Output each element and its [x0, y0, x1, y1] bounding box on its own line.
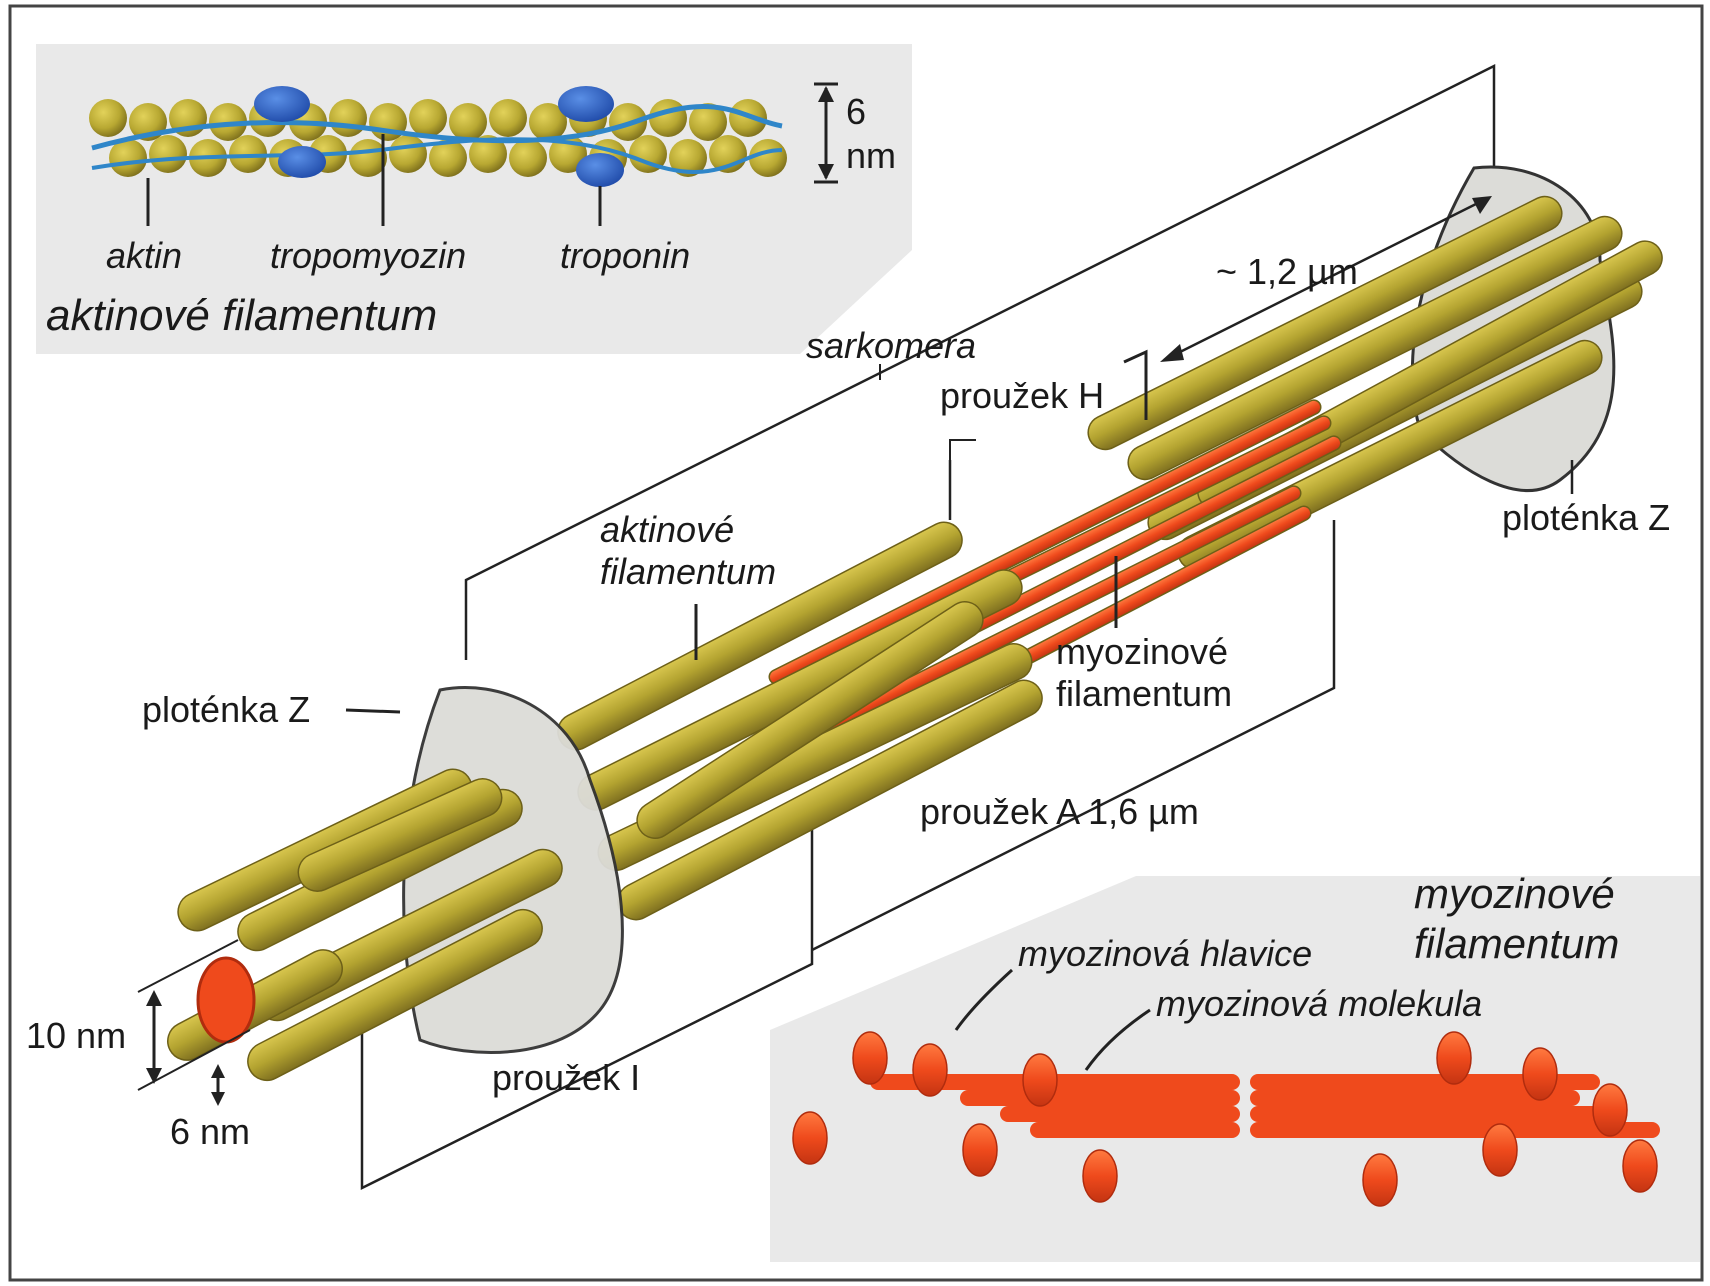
myosin-inset-title-1: myozinové	[1414, 870, 1615, 917]
label-z-disc-right: ploténka Z	[1502, 497, 1670, 538]
label-actin-filament-2: filamentum	[600, 551, 776, 592]
myosin-head	[853, 1032, 887, 1084]
label-tropomyosin: tropomyozin	[270, 235, 466, 276]
troponin-blob	[254, 86, 310, 122]
myosin-head	[793, 1112, 827, 1164]
actin-inset-title: aktinové filamentum	[46, 291, 437, 340]
actin-monomer	[649, 99, 687, 137]
arrowhead	[146, 990, 162, 1006]
label-myosin-head: myozinová hlavice	[1018, 933, 1312, 974]
label-troponin: troponin	[560, 235, 690, 276]
label-10nm: 10 nm	[26, 1015, 126, 1056]
myosin-head	[1593, 1084, 1627, 1136]
myosin-tail	[960, 1090, 1240, 1106]
label-myosin-filament-1: myozinové	[1056, 631, 1228, 672]
actin-inset: aktin tropomyozin troponin aktinové fila…	[36, 44, 912, 354]
myosin-tail	[1000, 1106, 1240, 1122]
myosin-head	[963, 1124, 997, 1176]
myosin-head	[1023, 1054, 1057, 1106]
dim-6nm-unit: nm	[846, 135, 896, 176]
label-actin-filament-1: aktinové	[600, 509, 734, 550]
myosin-head	[913, 1044, 947, 1096]
troponin-blob	[278, 146, 326, 178]
actin-monomer	[89, 99, 127, 137]
actin-monomer	[449, 103, 487, 141]
actin-monomer	[109, 139, 147, 177]
myosin-head	[1483, 1124, 1517, 1176]
label-length: ~ 1,2 µm	[1216, 251, 1358, 292]
dim-6nm-value: 6	[846, 91, 866, 132]
myosin-tail	[1250, 1106, 1620, 1122]
troponin-blob	[576, 153, 624, 187]
actin-monomer	[389, 135, 427, 173]
troponin-blob	[558, 86, 614, 122]
arrowhead	[211, 1064, 225, 1078]
label-i-band: proužek I	[492, 1057, 640, 1098]
label-myosin-filament-2: filamentum	[1056, 673, 1232, 714]
arrowhead	[211, 1092, 225, 1106]
actin-monomer	[509, 139, 547, 177]
myosin-head	[1437, 1032, 1471, 1084]
myosin-cross-section	[198, 958, 254, 1042]
arrowhead	[146, 1068, 162, 1084]
myosin-head	[1623, 1140, 1657, 1192]
myosin-inset-title-2: filamentum	[1414, 920, 1619, 967]
actin-monomer	[349, 139, 387, 177]
label-sarcomere: sarkomera	[806, 325, 976, 366]
actin-monomer	[749, 139, 787, 177]
label-a-band: proužek A 1,6 µm	[920, 791, 1199, 832]
label-actin: aktin	[106, 235, 182, 276]
myosin-head	[1363, 1154, 1397, 1206]
arrowhead	[1160, 344, 1184, 362]
myosin-tail	[1030, 1122, 1240, 1138]
myosin-head	[1523, 1048, 1557, 1100]
myosin-inset: myozinové filamentum myozinová hlavice m…	[770, 870, 1700, 1262]
actin-monomer	[489, 99, 527, 137]
actin-monomer	[329, 99, 367, 137]
label-z-disc-left: ploténka Z	[142, 689, 310, 730]
label-myosin-molecule: myozinová molekula	[1156, 983, 1482, 1024]
actin-monomer	[149, 135, 187, 173]
myosin-head	[1083, 1150, 1117, 1202]
leader-h-band	[950, 440, 976, 520]
label-6nm: 6 nm	[170, 1111, 250, 1152]
label-h-band: proužek H	[940, 375, 1104, 416]
leader-z-disc-left	[346, 710, 400, 712]
actin-monomer	[409, 99, 447, 137]
